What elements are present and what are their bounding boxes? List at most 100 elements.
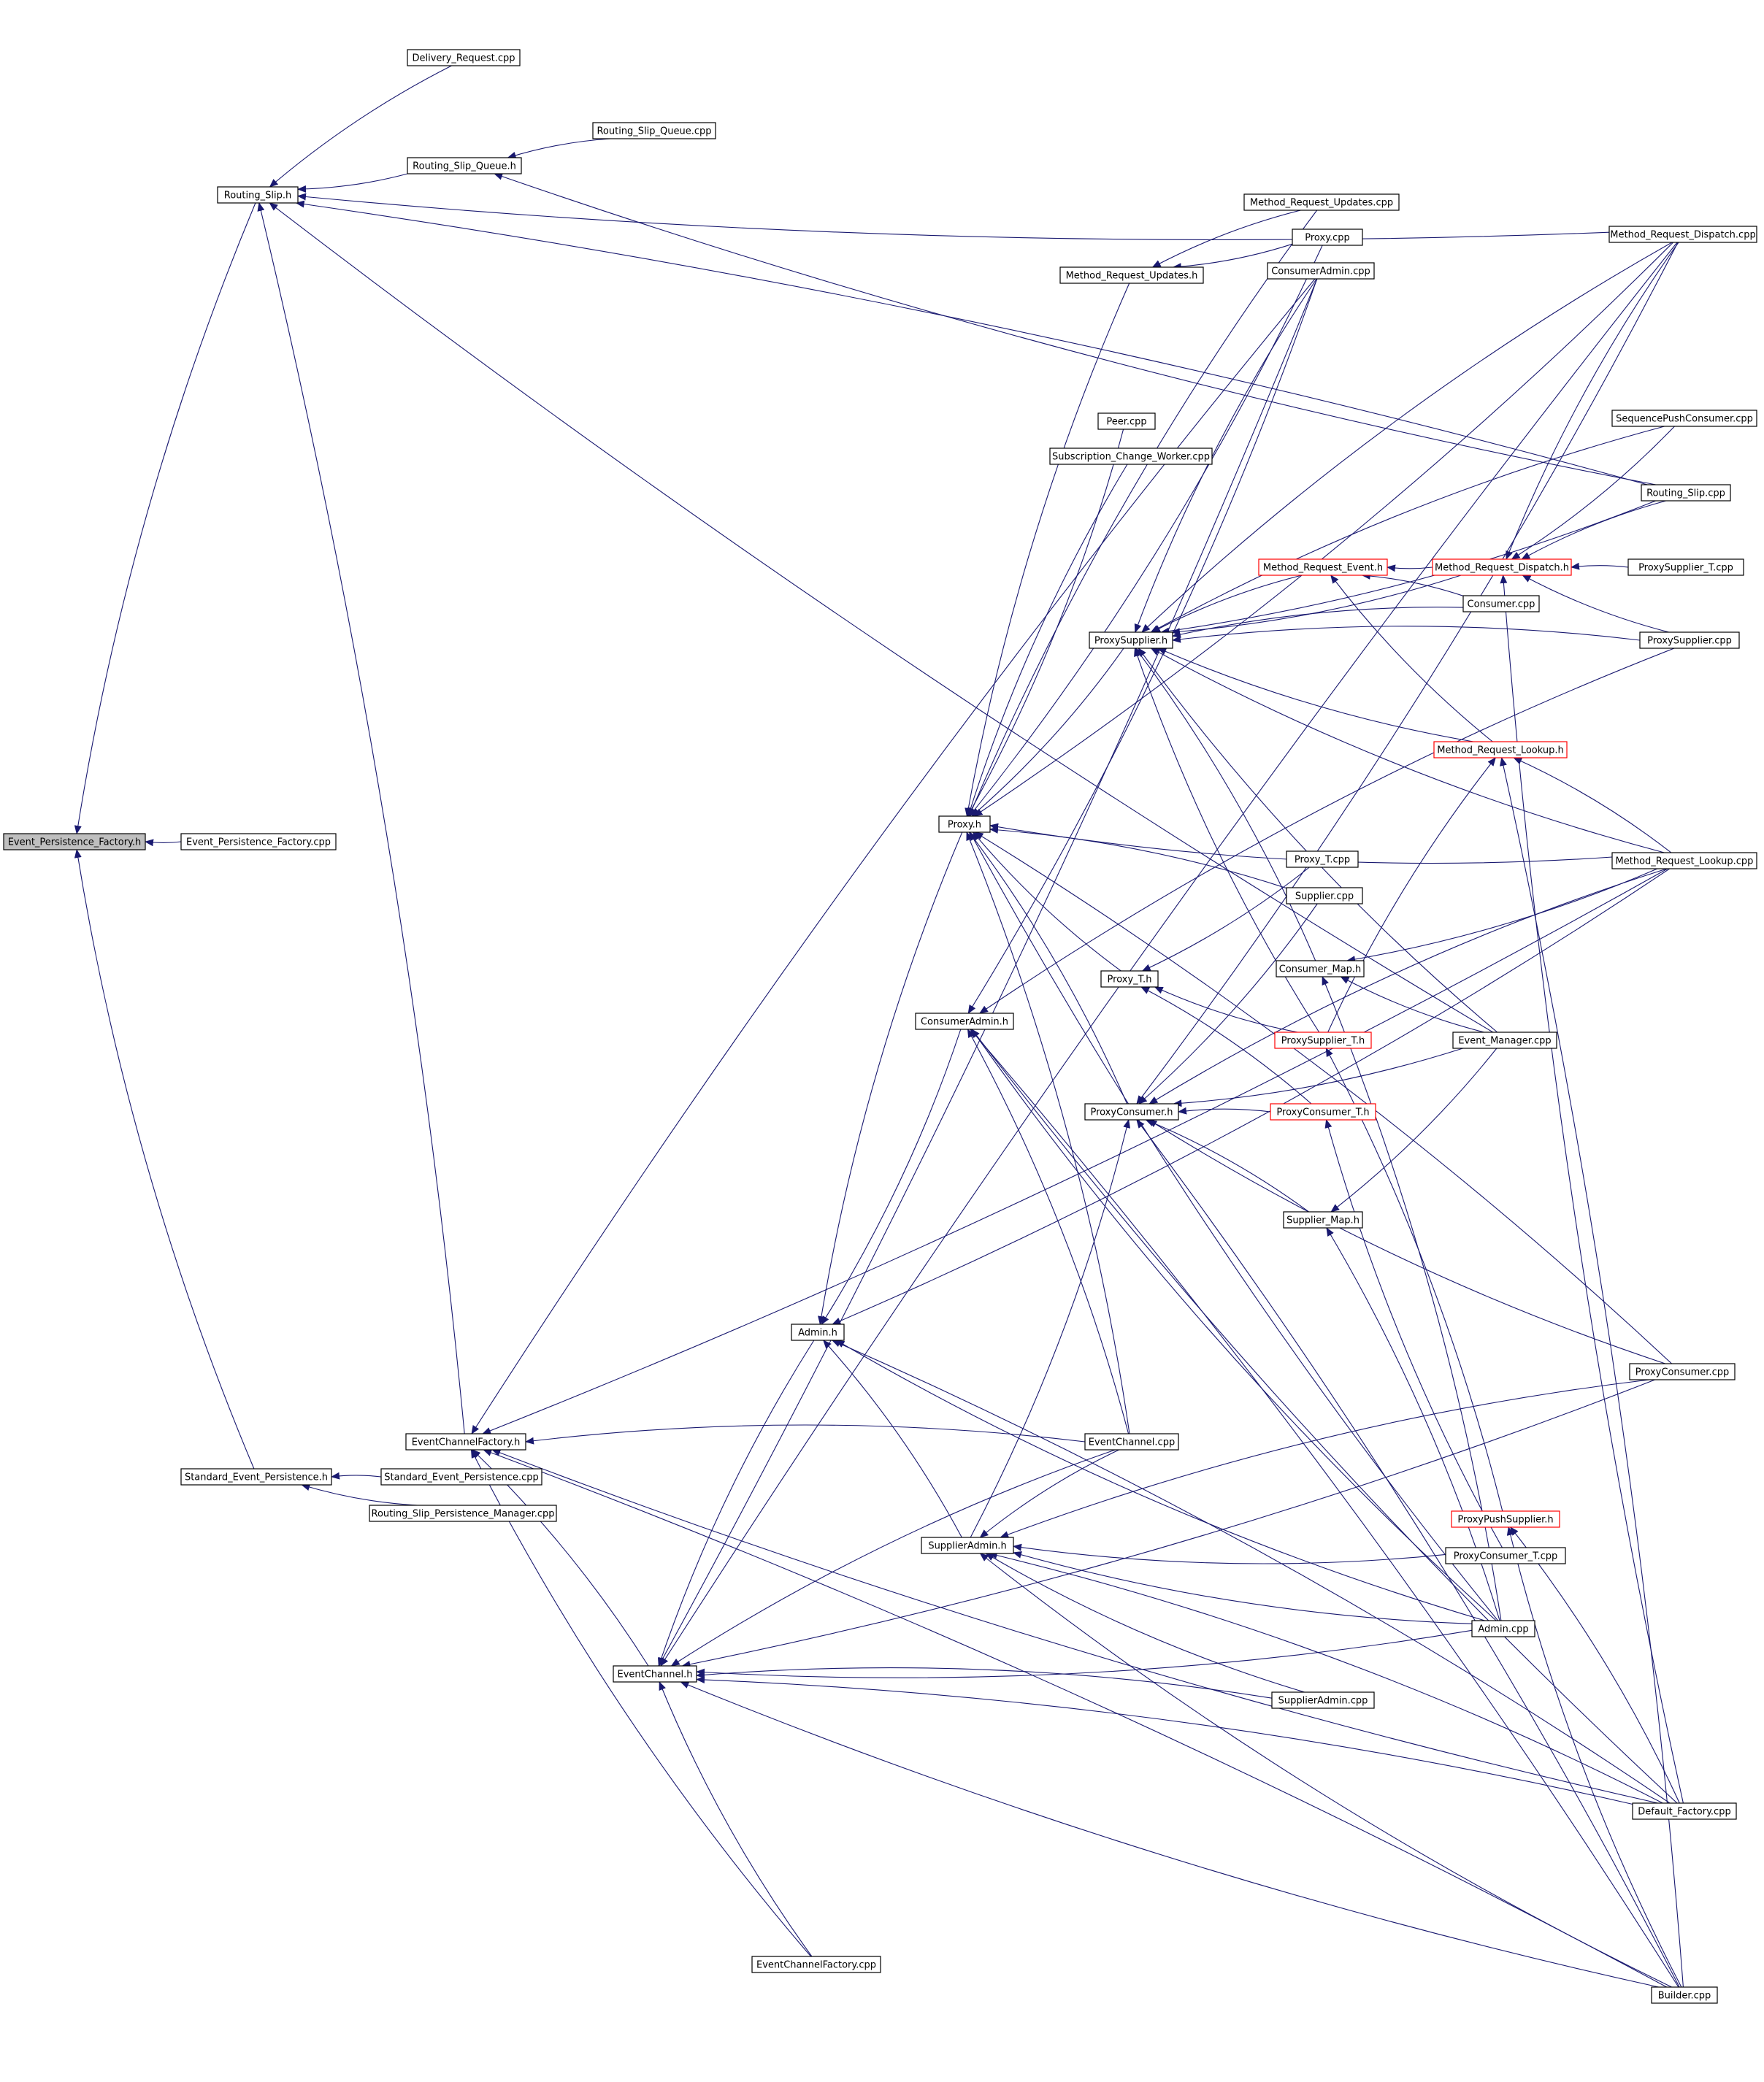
node-df-cpp[interactable]: Default_Factory.cpp xyxy=(1632,1802,1737,1820)
node-pst-h[interactable]: ProxySupplier_T.h xyxy=(1274,1032,1372,1049)
node-box[interactable] xyxy=(1049,447,1213,465)
node-box[interactable] xyxy=(1639,631,1740,649)
node-box[interactable] xyxy=(1271,1691,1375,1709)
node-mrd-h[interactable]: Method_Request_Dispatch.h xyxy=(1432,558,1572,576)
node-box[interactable] xyxy=(3,833,146,850)
node-epf-h[interactable]: Event_Persistence_Factory.h xyxy=(3,833,146,850)
node-ecf-h[interactable]: EventChannelFactory.h xyxy=(405,1433,526,1451)
node-box[interactable] xyxy=(1471,1620,1535,1637)
node-box[interactable] xyxy=(1462,595,1540,612)
node-proxyt-h[interactable]: Proxy_T.h xyxy=(1100,970,1159,988)
node-box[interactable] xyxy=(380,1468,542,1486)
node-ec-h[interactable]: EventChannel.h xyxy=(613,1665,697,1683)
node-box[interactable] xyxy=(1451,1510,1560,1528)
node-pst-cpp[interactable]: ProxySupplier_T.cpp xyxy=(1627,558,1744,576)
node-mru-h[interactable]: Method_Request_Updates.h xyxy=(1059,266,1204,284)
node-pct-h[interactable]: ProxyConsumer_T.h xyxy=(1270,1103,1376,1121)
node-box[interactable] xyxy=(1084,1103,1179,1121)
node-box[interactable] xyxy=(791,1324,845,1341)
node-rs-cpp[interactable]: Routing_Slip.cpp xyxy=(1641,484,1731,502)
node-mrl-h[interactable]: Method_Request_Lookup.h xyxy=(1433,741,1568,758)
node-consumer-cpp[interactable]: Consumer.cpp xyxy=(1462,595,1540,612)
node-box[interactable] xyxy=(613,1665,697,1683)
node-peer-cpp[interactable]: Peer.cpp xyxy=(1097,412,1156,430)
node-box[interactable] xyxy=(405,1433,526,1451)
node-box[interactable] xyxy=(1089,631,1173,649)
node-box[interactable] xyxy=(1084,1433,1179,1451)
node-box[interactable] xyxy=(180,1468,332,1486)
node-box[interactable] xyxy=(1608,226,1757,243)
node-em-cpp[interactable]: Event_Manager.cpp xyxy=(1452,1032,1557,1049)
node-ca-cpp[interactable]: ConsumerAdmin.cpp xyxy=(1267,262,1375,280)
node-admin-cpp[interactable]: Admin.cpp xyxy=(1471,1620,1535,1637)
node-box[interactable] xyxy=(1286,887,1363,904)
node-box[interactable] xyxy=(1651,1986,1718,2004)
node-rspm-cpp[interactable]: Routing_Slip_Persistence_Manager.cpp xyxy=(369,1505,557,1522)
node-box[interactable] xyxy=(1627,558,1744,576)
node-rsq-cpp[interactable]: Routing_Slip_Queue.cpp xyxy=(592,122,716,139)
node-proxy-cpp[interactable]: Proxy.cpp xyxy=(1292,228,1363,246)
node-box[interactable] xyxy=(1276,960,1365,977)
node-sep-h[interactable]: Standard_Event_Persistence.h xyxy=(180,1468,332,1486)
node-box[interactable] xyxy=(921,1537,1014,1554)
node-mre-h[interactable]: Method_Request_Event.h xyxy=(1258,558,1388,576)
node-epf-cpp[interactable]: Event_Persistence_Factory.cpp xyxy=(180,833,337,850)
node-box[interactable] xyxy=(938,815,991,833)
node-proxyt-cpp[interactable]: Proxy_T.cpp xyxy=(1286,850,1359,868)
node-rsq-h[interactable]: Routing_Slip_Queue.h xyxy=(407,157,522,174)
node-box[interactable] xyxy=(369,1505,557,1522)
node-ps-h[interactable]: ProxySupplier.h xyxy=(1089,631,1173,649)
node-box[interactable] xyxy=(1611,410,1757,427)
node-box[interactable] xyxy=(1267,262,1375,280)
node-supplier-cpp[interactable]: Supplier.cpp xyxy=(1286,887,1363,904)
node-box[interactable] xyxy=(1445,1547,1566,1564)
node-box[interactable] xyxy=(217,186,299,204)
node-pps-h[interactable]: ProxyPushSupplier.h xyxy=(1451,1510,1560,1528)
node-sa-h[interactable]: SupplierAdmin.h xyxy=(921,1537,1014,1554)
node-box[interactable] xyxy=(1243,193,1400,211)
node-scw-cpp[interactable]: Subscription_Change_Worker.cpp xyxy=(1049,447,1213,465)
node-box[interactable] xyxy=(1274,1032,1372,1049)
node-box[interactable] xyxy=(1097,412,1156,430)
node-pc-cpp[interactable]: ProxyConsumer.cpp xyxy=(1629,1363,1736,1380)
node-mru-cpp[interactable]: Method_Request_Updates.cpp xyxy=(1243,193,1400,211)
node-box[interactable] xyxy=(592,122,716,139)
node-box[interactable] xyxy=(407,157,522,174)
node-ecf-cpp[interactable]: EventChannelFactory.cpp xyxy=(751,1956,881,1973)
node-box[interactable] xyxy=(1270,1103,1376,1121)
node-box[interactable] xyxy=(180,833,337,850)
node-mrl-cpp[interactable]: Method_Request_Lookup.cpp xyxy=(1611,852,1757,869)
node-sep-cpp[interactable]: Standard_Event_Persistence.cpp xyxy=(380,1468,542,1486)
node-proxy-h[interactable]: Proxy.h xyxy=(938,815,991,833)
node-box[interactable] xyxy=(751,1956,881,1973)
node-admin-h[interactable]: Admin.h xyxy=(791,1324,845,1341)
node-box[interactable] xyxy=(1286,850,1359,868)
node-box[interactable] xyxy=(915,1013,1014,1030)
node-sa-cpp[interactable]: SupplierAdmin.cpp xyxy=(1271,1691,1375,1709)
node-sm-h[interactable]: Supplier_Map.h xyxy=(1283,1211,1363,1229)
node-dr-cpp[interactable]: Delivery_Request.cpp xyxy=(407,49,521,66)
node-box[interactable] xyxy=(1433,741,1568,758)
node-ca-h[interactable]: ConsumerAdmin.h xyxy=(915,1013,1014,1030)
node-box[interactable] xyxy=(1632,1802,1737,1820)
node-box[interactable] xyxy=(1292,228,1363,246)
node-box[interactable] xyxy=(1641,484,1731,502)
node-ps-cpp[interactable]: ProxySupplier.cpp xyxy=(1639,631,1740,649)
node-box[interactable] xyxy=(1452,1032,1557,1049)
node-box[interactable] xyxy=(1629,1363,1736,1380)
node-rs-h[interactable]: Routing_Slip.h xyxy=(217,186,299,204)
node-box[interactable] xyxy=(1100,970,1159,988)
node-ec-cpp[interactable]: EventChannel.cpp xyxy=(1084,1433,1179,1451)
node-mrd-cpp[interactable]: Method_Request_Dispatch.cpp xyxy=(1608,226,1757,243)
node-pc-h[interactable]: ProxyConsumer.h xyxy=(1084,1103,1179,1121)
node-box[interactable] xyxy=(1432,558,1572,576)
node-box[interactable] xyxy=(1283,1211,1363,1229)
node-spc-cpp[interactable]: SequencePushConsumer.cpp xyxy=(1611,410,1757,427)
node-box[interactable] xyxy=(1258,558,1388,576)
node-box[interactable] xyxy=(1059,266,1204,284)
node-pct-cpp[interactable]: ProxyConsumer_T.cpp xyxy=(1445,1547,1566,1564)
node-box[interactable] xyxy=(407,49,521,66)
node-box[interactable] xyxy=(1611,852,1757,869)
node-builder-cpp[interactable]: Builder.cpp xyxy=(1651,1986,1718,2004)
node-cm-h[interactable]: Consumer_Map.h xyxy=(1276,960,1365,977)
